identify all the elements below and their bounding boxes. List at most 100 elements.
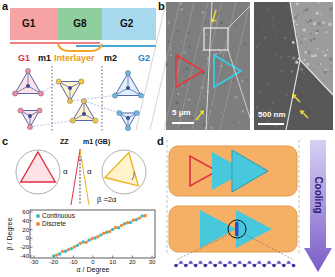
chain-atom: [292, 264, 296, 268]
sem-speck: [188, 98, 191, 101]
annotation: m2: [104, 54, 117, 63]
cross-bond: [84, 101, 119, 113]
sem-speck: [262, 26, 264, 28]
grain-triangle-cyan: [214, 55, 241, 87]
sem-speck: [322, 21, 325, 24]
sem-speck: [327, 49, 329, 51]
data-point: [84, 241, 87, 244]
sem-speck: [330, 71, 332, 73]
sem-speck: [170, 48, 172, 50]
sem-speck: [193, 6, 194, 7]
sem-speck: [292, 41, 295, 44]
chain-atom: [277, 261, 281, 265]
data-point: [96, 235, 99, 238]
chain-atom: [287, 261, 291, 265]
angle-arc: [132, 172, 134, 180]
data-point: [99, 233, 102, 236]
fit-line: [54, 214, 148, 256]
molecule-core: [28, 114, 32, 118]
plot-frame: [30, 210, 155, 258]
molecule-atom: [79, 79, 84, 84]
band-label: G8: [73, 19, 86, 29]
zoom-line: [244, 234, 294, 260]
sem-speck: [280, 56, 282, 58]
sem-speck: [326, 31, 328, 33]
sem-speck: [284, 70, 285, 71]
sem-speck: [234, 25, 236, 27]
tick-label: 0: [26, 235, 29, 241]
sem-speck: [180, 126, 182, 128]
sem-speck: [212, 74, 213, 75]
annotation: α: [63, 168, 68, 176]
tick-mark: [30, 229, 33, 230]
sem-speck: [203, 123, 206, 126]
sem-image: [254, 2, 333, 130]
sem-speck: [245, 67, 246, 68]
data-point: [73, 245, 76, 248]
sem-speck: [207, 9, 209, 11]
interlayer-curve: [58, 44, 102, 51]
tick-label: 40: [22, 218, 29, 224]
mirror-line: [102, 66, 103, 132]
sem-region: [290, 2, 333, 95]
sem-speck: [180, 8, 183, 11]
annotation: α / Degree: [77, 266, 110, 273]
sem-speck: [305, 46, 306, 47]
chain-atom: [258, 261, 262, 265]
sem-speck: [317, 48, 319, 50]
sem-speck: [219, 51, 222, 54]
tick-mark: [73, 256, 74, 259]
data-point: [138, 216, 141, 219]
band-label: G1: [22, 19, 35, 29]
sem-speck: [321, 13, 323, 15]
tick-mark: [132, 256, 133, 259]
tick-label: -20: [20, 244, 29, 250]
panel-letter: a: [2, 1, 8, 12]
sem-speck: [300, 68, 302, 70]
sem-speck: [182, 69, 184, 71]
sem-speck: [294, 14, 295, 15]
sem-speck: [225, 83, 227, 85]
sem-speck: [329, 7, 332, 10]
pointer-arrow: [213, 10, 216, 19]
grain-triangle-yellow: [105, 148, 146, 185]
sem-speck: [282, 71, 283, 72]
sem-speck: [303, 11, 304, 12]
data-point: [114, 226, 117, 229]
interlayer-bar: [235, 222, 239, 236]
molecule-atom: [138, 93, 143, 98]
data-point: [102, 232, 105, 235]
panel-letter: d: [157, 136, 164, 147]
molecule-core: [126, 116, 130, 120]
scale-bar: [172, 122, 194, 124]
grain-triangle-cyan: [232, 150, 268, 192]
sem-speck: [291, 70, 294, 73]
substrate: [169, 146, 297, 196]
sem-speck: [313, 38, 316, 41]
legend-entry: Continuous: [36, 213, 75, 220]
sem-speck: [304, 38, 305, 39]
data-point: [79, 242, 82, 245]
sem-speck: [170, 54, 173, 57]
sem-speck: [195, 46, 196, 47]
sem-speck: [216, 51, 217, 52]
sem-speck: [245, 79, 247, 81]
sem-speck: [167, 33, 168, 34]
annotation: m1: [38, 54, 51, 63]
tick-mark: [30, 247, 33, 248]
chain-atom: [238, 261, 242, 265]
sem-speck: [204, 22, 206, 24]
chain-atom: [199, 261, 203, 265]
sem-speck: [206, 34, 208, 36]
molecule-atom: [125, 70, 130, 75]
chain-atom: [194, 264, 198, 268]
data-point: [120, 224, 123, 227]
molecule-atom: [37, 108, 42, 113]
data-point: [135, 218, 138, 221]
zoom-line: [228, 2, 254, 28]
sem-speck: [267, 83, 269, 85]
sem-speck: [284, 37, 286, 39]
annotation: m1 (GB): [83, 138, 110, 145]
chain-atom: [179, 261, 183, 265]
sem-speck: [296, 2, 299, 5]
